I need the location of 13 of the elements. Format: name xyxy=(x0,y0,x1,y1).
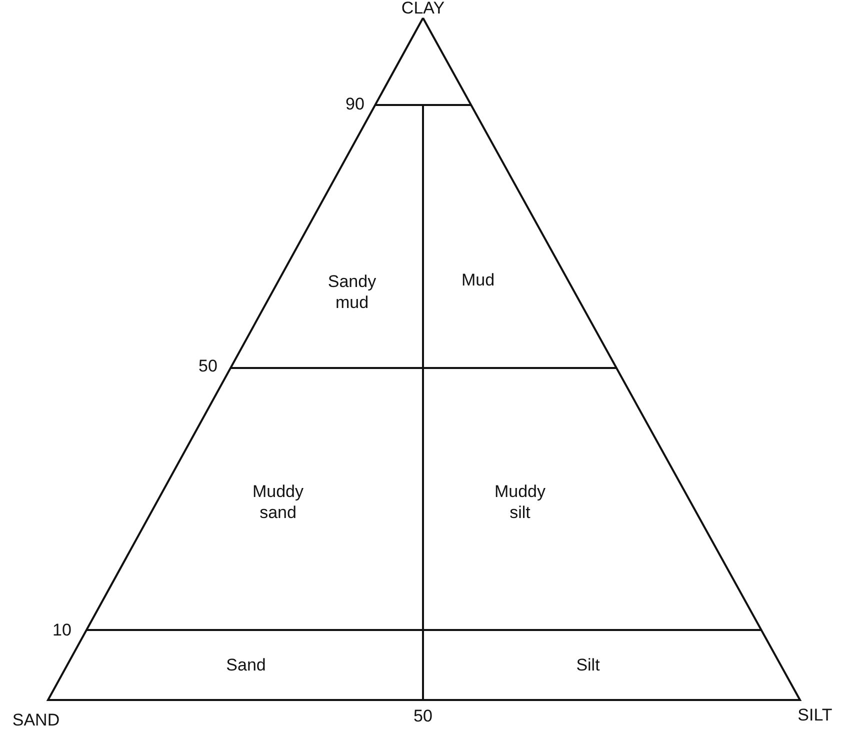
region-label: Muddy silt xyxy=(493,480,547,524)
region-label: Sand xyxy=(226,654,266,676)
tick-label: 50 xyxy=(414,705,432,727)
axis-label: CLAY xyxy=(401,0,445,19)
tick-label: 90 xyxy=(346,93,364,115)
region-label: Sandy mud xyxy=(326,270,378,314)
region-label: Silt xyxy=(576,654,600,676)
axis-label: SAND xyxy=(12,709,60,731)
tick-label: 10 xyxy=(52,619,72,641)
tick-label: 50 xyxy=(198,355,218,377)
region-label: Muddy sand xyxy=(251,480,305,524)
axis-label: SILT xyxy=(798,704,832,726)
region-label: Mud xyxy=(461,269,495,291)
